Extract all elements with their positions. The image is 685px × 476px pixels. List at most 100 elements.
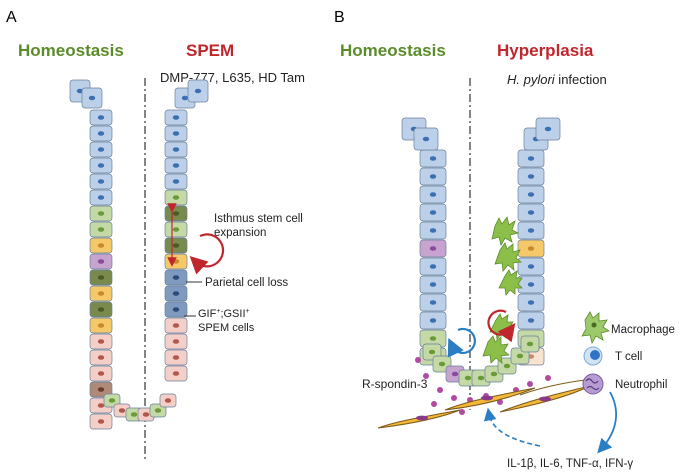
pit-cell-nucleus	[527, 282, 535, 287]
base-cell-nucleus	[464, 375, 472, 381]
stem-cell-nucleus	[429, 246, 437, 251]
base-cell-nucleus	[164, 398, 172, 403]
pit-cell-nucleus	[76, 88, 84, 94]
legend: Macrophage T cell Neutrophil	[581, 311, 675, 395]
panel-b-letter: B	[334, 9, 345, 26]
r-spondin-label: R-spondin-3	[362, 377, 428, 391]
panel-a-left-title: Homeostasis	[18, 41, 124, 60]
neck-cell-nucleus	[429, 336, 437, 341]
panel-a-homeostasis-gland	[69, 79, 113, 430]
r-spondin-dot	[415, 357, 421, 363]
parietal-loss-label: Parietal cell loss	[205, 277, 288, 289]
fibroblast-layer	[377, 379, 591, 429]
pit-cell-nucleus	[97, 179, 105, 184]
pit-cell-nucleus	[527, 192, 535, 197]
pit-cell-nucleus	[527, 318, 535, 323]
pit-cell-nucleus	[527, 156, 535, 161]
cytokine-to-stroma-arrow	[483, 407, 541, 447]
chief-cell-nucleus	[97, 339, 105, 344]
pit-cell-nucleus	[429, 192, 437, 197]
panel-a-spem-gland	[164, 79, 209, 382]
pit-cell-nucleus	[429, 318, 437, 323]
r-spondin-dot	[431, 401, 437, 407]
pit-cell-nucleus	[172, 115, 180, 120]
chief-cell-nucleus	[172, 339, 180, 344]
cytokines-label: IL-1β, IL-6, TNF-α, IFN-γ	[507, 458, 633, 470]
base-cell-nucleus	[108, 398, 116, 403]
r-spondin-dot	[459, 409, 465, 415]
r-spondin-dot	[437, 387, 443, 393]
neck-cell-nucleus	[172, 227, 180, 232]
pit-cell-nucleus	[429, 282, 437, 287]
panel-a-letter: A	[6, 9, 17, 26]
pit-cell-nucleus	[429, 228, 437, 233]
parietal-cell-nucleus	[97, 243, 105, 248]
pit-cell-nucleus	[97, 115, 105, 120]
isthmus-label-line1: Isthmus stem cell	[214, 213, 303, 225]
base-cell-nucleus	[154, 408, 162, 413]
pit-cell-nucleus	[172, 163, 180, 168]
pit-cell-nucleus	[97, 195, 105, 200]
spem-label-line2: SPEM cells	[198, 322, 255, 334]
expanded-isthmus-cell-nucleus	[97, 275, 105, 280]
base-cell-nucleus	[503, 363, 511, 369]
chief-cell-nucleus	[97, 419, 105, 424]
pit-cell-nucleus	[527, 210, 535, 215]
chief-cell-nucleus	[97, 403, 105, 408]
panel-a-right-title: SPEM	[186, 41, 234, 60]
t-cell-legend-icon	[583, 346, 603, 366]
red-cycle-arrow	[487, 309, 516, 343]
pit-cell-nucleus	[429, 264, 437, 269]
expanded-isthmus-cell-nucleus	[172, 211, 180, 216]
neutrophil-legend-icon	[582, 373, 604, 395]
legend-neutrophil-label: Neutrophil	[615, 379, 667, 391]
pit-cell-nucleus	[527, 174, 535, 179]
neck-cell-nucleus	[172, 195, 180, 200]
pit-cell-nucleus	[97, 163, 105, 168]
expanded-isthmus-cell-nucleus	[97, 307, 105, 312]
panel-a-gland-base	[103, 393, 177, 422]
parietal-cell-nucleus	[172, 259, 180, 264]
base-cell-nucleus	[490, 371, 498, 377]
panel-b-left-title: Homeostasis	[340, 41, 446, 60]
pit-cell-nucleus	[544, 126, 552, 132]
stem-cell-nucleus	[97, 259, 105, 264]
spem-cell-nucleus	[172, 291, 180, 296]
chief-cell-nucleus	[97, 355, 105, 360]
panel-a-treatments: DMP-777, L635, HD Tam	[160, 70, 305, 85]
infection-label: H. pylori infection	[507, 72, 607, 87]
isthmus-label-line2: expansion	[214, 227, 266, 239]
panel-b-right-title: Hyperplasia	[497, 41, 594, 60]
pit-cell-nucleus	[527, 264, 535, 269]
parietal-cell-nucleus	[97, 323, 105, 328]
legend-macrophage-label: Macrophage	[611, 324, 675, 336]
base-cell-nucleus	[118, 408, 126, 413]
panel-b-homeostasis-gland	[401, 117, 447, 366]
base-cell-nucleus	[142, 412, 150, 417]
parietal-cell-nucleus	[527, 246, 535, 251]
blue-cycle-arrow	[447, 327, 476, 358]
pit-cell-nucleus	[97, 131, 105, 136]
base-cell-nucleus	[451, 371, 459, 377]
base-cell-nucleus	[516, 353, 524, 359]
neck-cell-nucleus	[97, 211, 105, 216]
r-spondin-dot	[423, 373, 429, 379]
pit-cell-nucleus	[422, 136, 430, 142]
panel-b-gland-base	[422, 335, 540, 387]
pit-cell-nucleus	[181, 95, 189, 101]
pit-cell-nucleus	[172, 179, 180, 184]
parietal-cell-nucleus	[97, 291, 105, 296]
pit-cell-nucleus	[429, 156, 437, 161]
pit-cell-nucleus	[429, 174, 437, 179]
expanded-isthmus-cell-nucleus	[172, 243, 180, 248]
chief-cell-nucleus	[97, 371, 105, 376]
pit-cell-nucleus	[172, 131, 180, 136]
chief-cell-nucleus	[172, 355, 180, 360]
base-cell-nucleus	[428, 349, 436, 355]
pit-cell-nucleus	[97, 147, 105, 152]
immune-to-cytokine-arrow	[597, 391, 617, 454]
macrophage-cluster-upper	[491, 216, 523, 296]
base-cell-nucleus	[130, 412, 138, 417]
pit-cell-nucleus	[88, 95, 96, 101]
